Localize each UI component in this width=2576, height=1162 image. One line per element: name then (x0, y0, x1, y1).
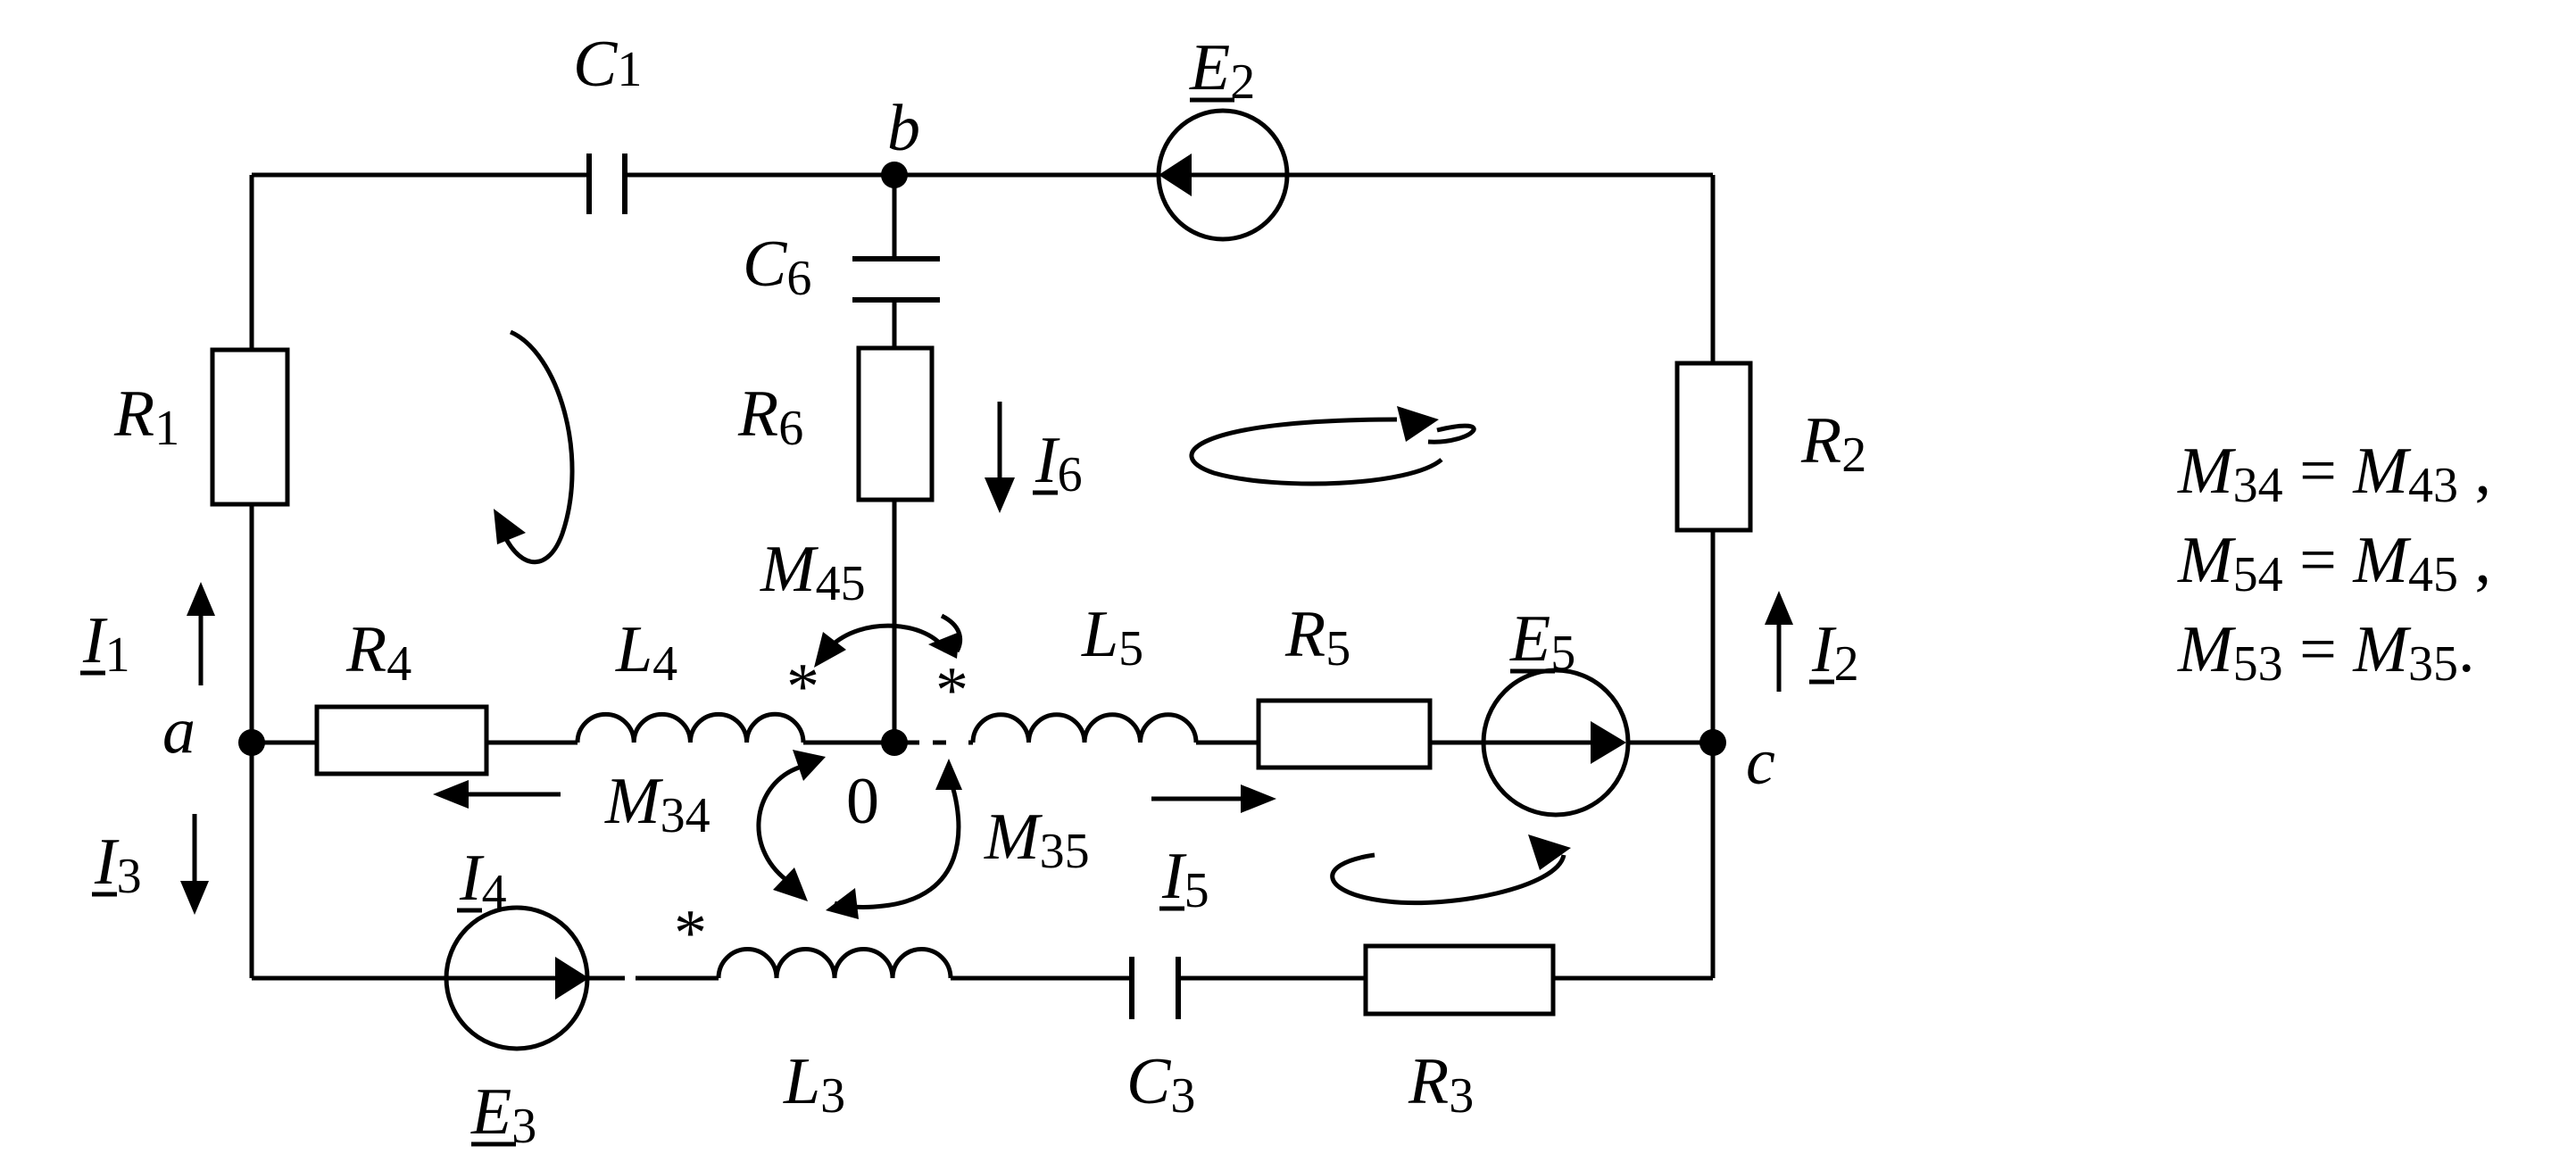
label-i3: I3 (92, 826, 142, 904)
label-e5: E5 (1509, 602, 1575, 681)
star-l4: * (786, 651, 819, 724)
resistor-r4 (314, 704, 489, 776)
label-i5: I5 (1159, 840, 1209, 918)
label-i4: I4 (457, 842, 507, 920)
equation-3: M53 = M35. (2177, 613, 2475, 692)
resistor-r5 (1256, 698, 1433, 770)
current-arrow-i4 (433, 780, 561, 809)
label-m34: M34 (604, 765, 710, 843)
label-c6: C6 (743, 228, 811, 306)
current-arrow-i5 (1151, 784, 1276, 813)
svg-text:I4: I4 (459, 842, 507, 920)
loop-arrow-bottom-right (1330, 834, 1571, 906)
loop-arrow-top-right (1189, 406, 1476, 486)
label-r3: R3 (1408, 1045, 1474, 1124)
capacitor-c3 (1129, 957, 1181, 1019)
inductor-l3 (716, 947, 953, 979)
mutual-arrow-m34 (756, 750, 826, 901)
label-r5: R5 (1284, 598, 1350, 676)
svg-text:I6: I6 (1035, 424, 1083, 502)
resistor-r3 (1363, 943, 1556, 1017)
label-i6: I6 (1033, 424, 1083, 502)
inductor-l4 (575, 711, 806, 743)
current-arrow-i1 (187, 582, 215, 685)
label-m35: M35 (984, 801, 1090, 879)
star-l3: * (674, 897, 707, 970)
label-l5: L5 (1081, 598, 1143, 676)
node-c-label: c (1746, 726, 1775, 799)
node-b-label: b (887, 92, 920, 165)
node-a-dot (238, 729, 265, 756)
label-r1: R1 (113, 378, 179, 456)
equations: M34 = M43 , M54 = M45 , M53 = M35. (2177, 435, 2491, 692)
svg-text:E2: E2 (1189, 31, 1255, 110)
equation-1: M34 = M43 , (2177, 435, 2491, 513)
label-r6: R6 (737, 378, 803, 456)
label-c1: C1 (573, 28, 642, 101)
current-arrow-i6 (985, 402, 1015, 513)
equation-2: M54 = M45 , (2177, 524, 2491, 602)
node-a-label: a (162, 694, 195, 768)
mutual-arrow-m35 (826, 759, 962, 919)
node-0-dot (881, 729, 908, 756)
capacitor-c6 (852, 256, 940, 303)
svg-text:I3: I3 (94, 826, 142, 904)
resistor-r1 (210, 347, 290, 507)
source-e5 (1481, 668, 1631, 818)
node-b-dot (881, 162, 908, 188)
star-l5: * (935, 654, 968, 727)
inductor-l5 (970, 712, 1199, 743)
current-arrow-i3 (180, 814, 209, 915)
resistor-r6 (856, 345, 935, 502)
svg-text:I1: I1 (82, 604, 130, 683)
label-i1: I1 (80, 604, 130, 683)
label-i2: I2 (1809, 613, 1859, 692)
capacitor-c1 (586, 154, 627, 214)
label-l3: L3 (783, 1045, 845, 1124)
svg-text:I5: I5 (1161, 840, 1209, 918)
label-r4: R4 (345, 613, 411, 692)
mutual-arrow-m45 (814, 613, 963, 668)
source-e3 (444, 905, 590, 1051)
current-arrow-i2 (1765, 591, 1793, 692)
label-c3: C3 (1126, 1045, 1195, 1124)
node-c-dot (1699, 729, 1726, 756)
svg-text:I2: I2 (1811, 613, 1859, 692)
label-m45: M45 (760, 533, 866, 611)
node-0-label: 0 (846, 765, 879, 838)
label-r2: R2 (1800, 404, 1866, 483)
label-e3: E3 (470, 1075, 536, 1154)
resistor-r2 (1674, 361, 1753, 533)
source-e2 (1156, 108, 1290, 242)
label-e2: E2 (1189, 31, 1255, 110)
label-l4: L4 (615, 613, 677, 692)
loop-arrow-left (494, 329, 575, 565)
